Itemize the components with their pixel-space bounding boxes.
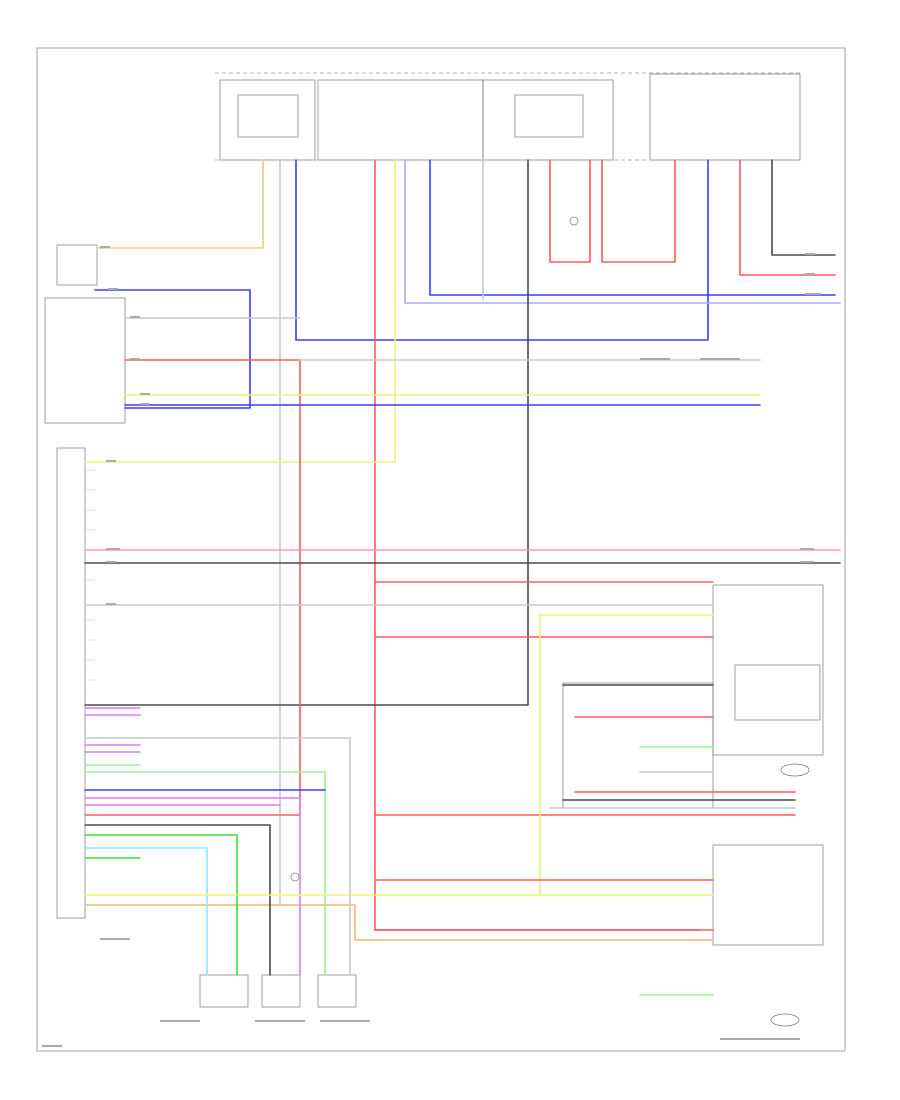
- switch-module-lower: [712, 844, 824, 946]
- ground-symbol-1: [569, 216, 579, 226]
- diagram-border: [36, 47, 846, 1052]
- fuse-relay-boxes: [215, 72, 801, 161]
- sensor-bottom-3: [317, 974, 357, 1008]
- fuse-box-right: [649, 73, 801, 161]
- switch-module-right: [712, 584, 824, 756]
- left-modules: [44, 244, 126, 919]
- fuse-box-left: [219, 79, 316, 161]
- relay-left: [237, 94, 299, 138]
- wires-horizontal: [84, 289, 841, 996]
- motor-upper: [780, 763, 810, 777]
- connector-block: [562, 682, 714, 809]
- control-module: [56, 447, 86, 919]
- ground-symbol-2: [290, 872, 300, 882]
- wires-module: [84, 707, 541, 976]
- sensor-bottom-1: [199, 974, 249, 1008]
- bottom-components: [199, 216, 579, 1008]
- motor-lower: [770, 1013, 800, 1027]
- label-marks: [42, 246, 821, 1047]
- switch-assembly: [44, 297, 126, 424]
- module-pins: [85, 469, 95, 681]
- switch-inner: [734, 664, 821, 721]
- relay-center: [514, 94, 584, 138]
- right-module: [562, 584, 824, 1027]
- sensor-bottom-2: [261, 974, 301, 1008]
- fuse-box-center: [317, 79, 484, 161]
- relay-box: [482, 79, 614, 161]
- sensor-left: [56, 244, 98, 286]
